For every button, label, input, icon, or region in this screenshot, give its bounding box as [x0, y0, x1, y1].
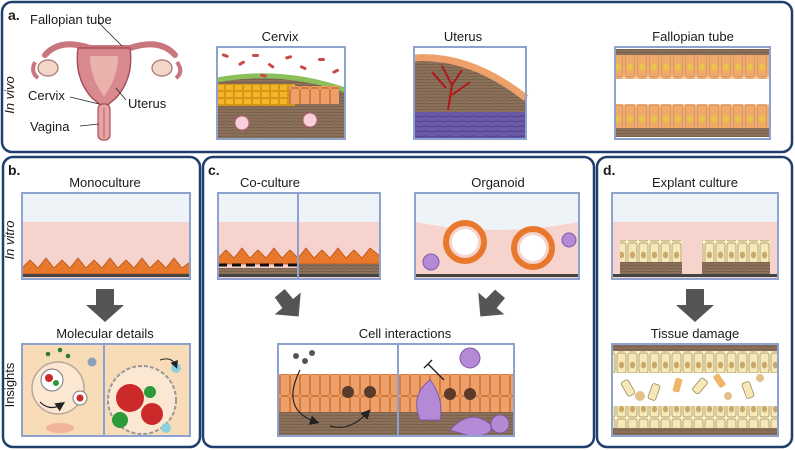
panel-d-frame: [595, 155, 794, 449]
down-left-arrow-icon: [478, 289, 506, 317]
down-right-arrow-icon: [274, 289, 301, 317]
uterus-leader-line: [115, 87, 127, 101]
panel-c: c. Co-culture Organoid: [201, 155, 596, 449]
in-vivo-label: In vivo: [2, 76, 17, 114]
monoculture-well: [21, 192, 191, 280]
organoid-well: [414, 192, 580, 280]
fallopian-tube-anatomy-label: Fallopian tube: [30, 12, 112, 27]
cell-interactions-title: Cell interactions: [359, 326, 452, 341]
uterus-tissue-box: [413, 46, 529, 140]
fallopian-tube-leader-line: [97, 21, 123, 47]
cervix-tissue-box: [216, 46, 346, 140]
cervix-anatomy-label: Cervix: [28, 88, 65, 103]
panel-b-frame: [1, 155, 202, 449]
monoculture-title: Monoculture: [69, 175, 141, 190]
uterus-tissue-title: Uterus: [444, 29, 483, 44]
in-vitro-label: In vitro: [2, 220, 17, 259]
explant-culture-title: Explant culture: [652, 175, 738, 190]
molecular-details-title: Molecular details: [56, 326, 154, 341]
molecular-details-illustration: [21, 343, 191, 437]
panel-d-tag: d.: [603, 162, 615, 178]
co-culture-title: Co-culture: [240, 175, 300, 190]
fallopian-tube-tissue-title: Fallopian tube: [652, 29, 734, 44]
panel-a: a. In vivo Fallopian tube Cervix Uterus …: [0, 0, 794, 154]
organoid-title: Organoid: [471, 175, 524, 190]
panel-b-tag: b.: [8, 162, 20, 178]
insights-label: Insights: [2, 362, 17, 407]
fallopian-tube-tissue-box: [614, 46, 771, 140]
tissue-damage-illustration: [611, 343, 779, 437]
panel-c-frame: [201, 155, 596, 449]
down-arrow-icon: [86, 289, 124, 322]
panel-d: d. Explant culture Tissue damage: [595, 155, 794, 449]
panel-a-tag: a.: [8, 7, 20, 23]
panel-c-tag: c.: [208, 162, 220, 178]
explant-culture-well: [611, 192, 779, 280]
vagina-leader-line: [79, 123, 100, 127]
cervix-leader-line: [69, 96, 100, 105]
panel-a-frame: [0, 0, 794, 154]
down-arrow-icon: [676, 289, 714, 322]
panel-b: b. In vitro Insights Monoculture Molecul…: [1, 155, 202, 449]
uterus-anatomy-illustration: [31, 41, 183, 141]
vagina-anatomy-label: Vagina: [30, 119, 70, 134]
uterus-anatomy-label: Uterus: [128, 96, 167, 111]
co-culture-well: [217, 192, 381, 280]
tissue-damage-title: Tissue damage: [651, 326, 739, 341]
cervix-tissue-title: Cervix: [262, 29, 299, 44]
cell-interactions-illustration: [277, 343, 515, 437]
